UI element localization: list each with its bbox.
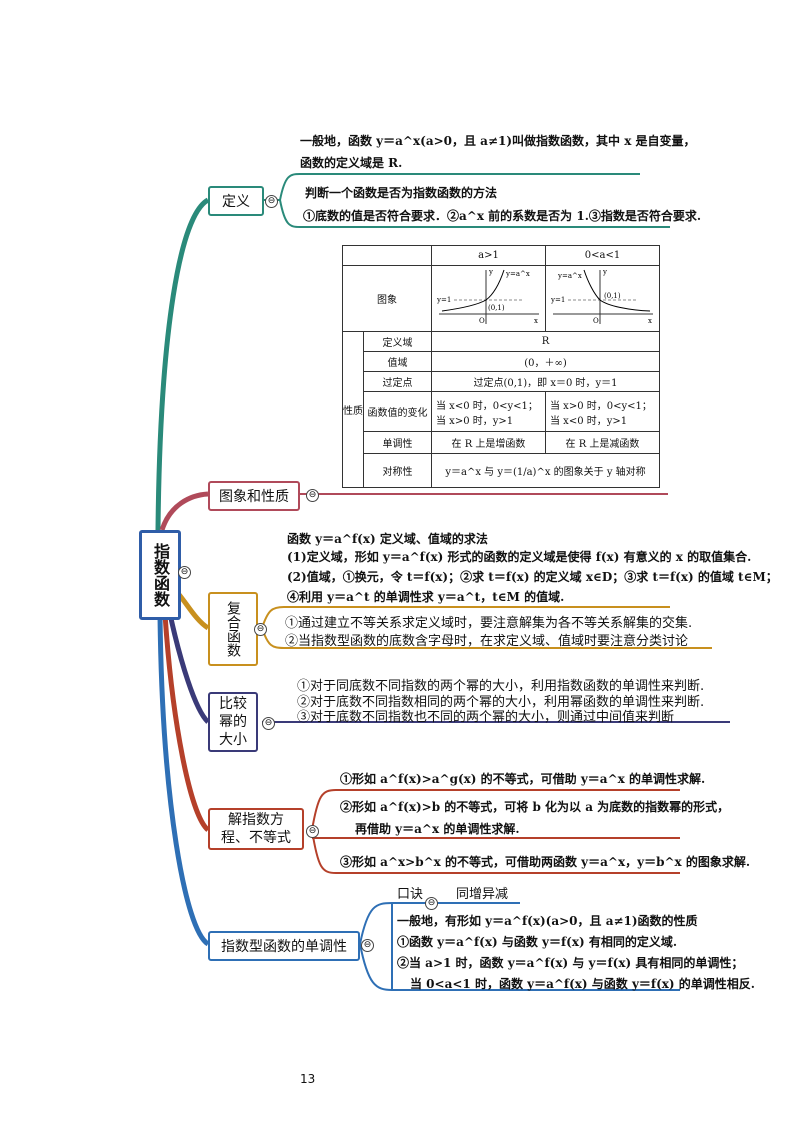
row-name: 定义域	[363, 331, 432, 352]
row-value: y＝a^x 与 y＝(1/a)^x 的图象关于 y 轴对称	[431, 453, 660, 488]
cell-line: 当 x<0 时，y>1	[550, 415, 628, 427]
collapse-symbol: ⊖	[363, 940, 372, 950]
page-number: 13	[300, 1072, 316, 1086]
row-name: 函数值的变化	[363, 391, 432, 432]
row-value: 过定点(0,1)，即 x＝0 时，y＝1	[431, 371, 660, 392]
definition-collapse-icon[interactable]: ⊖	[265, 195, 278, 208]
node-compare-label: 比较幂的大小	[219, 696, 247, 748]
header-a-gt-1: a>1	[431, 245, 546, 266]
label-y: y	[602, 268, 607, 276]
graph-collapse-icon[interactable]: ⊖	[306, 489, 319, 502]
node-solve-label: 解指数方程、不等式	[221, 812, 291, 846]
cell-line: 当 x>0 时，y>1	[436, 415, 514, 427]
graph-increasing: y=1 (0,1) O x y y=a^x	[431, 265, 546, 332]
node-graph-label: 图象和性质	[219, 489, 289, 505]
composite-collapse-icon[interactable]: ⊖	[254, 623, 267, 636]
label-curve: y=a^x	[505, 270, 530, 278]
label-point: (0,1)	[604, 292, 621, 300]
label-origin: O	[593, 317, 599, 325]
row-name: 对称性	[363, 453, 432, 488]
property-side-label: 性质	[342, 331, 364, 488]
compare-collapse-icon[interactable]: ⊖	[262, 717, 275, 730]
node-composite-label: 复合函数	[225, 601, 241, 657]
composite-text: (2)值域，①换元，令 t＝f(x)；②求 t＝f(x) 的定义域 x∈D；③求…	[287, 570, 778, 584]
definition-method-title: 判断一个函数是否为指数函数的方法	[305, 186, 498, 200]
root-label: 指数函数	[151, 543, 170, 607]
collapse-symbol: ⊖	[427, 898, 436, 908]
solve-text: 再借助 y＝a^x 的单调性求解.	[355, 822, 520, 836]
node-monotone-label: 指数型函数的单调性	[221, 939, 347, 955]
composite-title: 函数 y＝a^f(x) 定义域、值域的求法	[287, 532, 488, 546]
mnemonic-collapse-icon[interactable]: ⊖	[425, 897, 438, 910]
root-collapse-icon[interactable]: ⊖	[178, 566, 191, 579]
compare-text: ①对于同底数不同指数的两个幂的大小，利用指数函数的单调性来判断.	[297, 679, 705, 694]
label-origin: O	[479, 317, 485, 325]
monotone-text: ②当 a>1 时，函数 y＝a^f(x) 与 y＝f(x) 具有相同的单调性；	[397, 956, 744, 970]
node-definition-label: 定义	[222, 194, 250, 210]
collapse-symbol: ⊖	[267, 196, 276, 206]
monotone-collapse-icon[interactable]: ⊖	[361, 939, 374, 952]
compare-text: ②对于底数不同指数相同的两个幂的大小，利用幂函数的单调性来判断.	[297, 695, 705, 710]
row-value: (0，＋∞)	[431, 351, 660, 372]
table-corner	[342, 245, 432, 266]
row-value-right: 当 x>0 时，0<y<1； 当 x<0 时，y>1	[545, 391, 660, 432]
collapse-symbol: ⊖	[308, 826, 317, 836]
monotone-text: ①函数 y＝a^f(x) 与函数 y＝f(x) 有相同的定义域.	[397, 935, 678, 949]
label-x: x	[534, 317, 538, 325]
collapse-symbol: ⊖	[180, 567, 189, 577]
monotone-text: 当 0<a<1 时，函数 y＝a^f(x) 与函数 y＝f(x) 的单调性相反.	[410, 977, 755, 991]
node-compare[interactable]: 比较幂的大小	[208, 692, 258, 752]
composite-note: ①通过建立不等关系求定义域时，要注意解集为各不等关系解集的交集.	[285, 616, 693, 631]
definition-text: 函数的定义域是 R.	[300, 156, 403, 170]
increasing-exp-graph: y=1 (0,1) O x y y=a^x	[436, 268, 539, 325]
collapse-symbol: ⊖	[256, 624, 265, 634]
node-graph-properties[interactable]: 图象和性质	[208, 481, 300, 511]
row-name: 单调性	[363, 431, 432, 454]
node-solve[interactable]: 解指数方程、不等式	[208, 808, 304, 850]
row-value-left: 在 R 上是增函数	[431, 431, 546, 454]
graph-decreasing: y=1 (0,1) O x y y=a^x	[545, 265, 660, 332]
solve-text: ③形如 a^x>b^x 的不等式，可借助两函数 y＝a^x，y＝b^x 的图象求…	[340, 855, 751, 869]
row-value-right: 在 R 上是减函数	[545, 431, 660, 454]
composite-text: ④利用 y＝a^t 的单调性求 y＝a^t，t∈M 的值域.	[287, 590, 565, 604]
properties-table: a>1 0<a<1 图象 y=1 (0,1) O x y y=a^x	[342, 245, 660, 488]
node-monotone[interactable]: 指数型函数的单调性	[208, 931, 360, 961]
row-name: 值域	[363, 351, 432, 372]
collapse-symbol: ⊖	[308, 490, 317, 500]
header-a-lt-1: 0<a<1	[545, 245, 660, 266]
node-definition[interactable]: 定义	[208, 186, 264, 216]
label-x: x	[648, 317, 652, 325]
mnemonic-value: 同增异减	[456, 887, 509, 902]
monotone-text: 一般地，有形如 y＝a^f(x)(a>0，且 a≠1)函数的性质	[397, 914, 698, 928]
label-y: y	[488, 268, 493, 276]
row-name: 过定点	[363, 371, 432, 392]
composite-note: ②当指数型函数的底数含字母时，在求定义域、值域时要注意分类讨论	[285, 634, 689, 649]
definition-method-text: ①底数的值是否符合要求．②a^x 前的系数是否为 1.③指数是否符合要求.	[303, 209, 702, 223]
graph-row-label: 图象	[342, 265, 432, 332]
solve-text: ①形如 a^f(x)>a^g(x) 的不等式，可借助 y＝a^x 的单调性求解.	[340, 772, 706, 786]
cell-line: 当 x>0 时，0<y<1；	[550, 400, 652, 412]
collapse-symbol: ⊖	[264, 718, 273, 728]
root-node[interactable]: 指数函数	[139, 530, 181, 620]
row-value-left: 当 x<0 时，0<y<1； 当 x>0 时，y>1	[431, 391, 546, 432]
node-composite[interactable]: 复合函数	[208, 592, 258, 666]
compare-text: ③对于底数不同指数也不同的两个幂的大小，则通过中间值来判断	[297, 710, 675, 725]
decreasing-exp-graph: y=1 (0,1) O x y y=a^x	[550, 268, 653, 325]
composite-text: (1)定义域，形如 y＝a^f(x) 形式的函数的定义域是使得 f(x) 有意义…	[287, 550, 752, 564]
label-point: (0,1)	[488, 304, 505, 312]
row-value: R	[431, 331, 660, 352]
label-y1: y=1	[550, 296, 565, 304]
label-y1: y=1	[436, 296, 451, 304]
mnemonic-key: 口诀	[397, 887, 424, 902]
cell-line: 当 x<0 时，0<y<1；	[436, 400, 538, 412]
label-curve: y=a^x	[557, 272, 582, 280]
definition-text: 一般地，函数 y＝a^x(a>0，且 a≠1)叫做指数函数，其中 x 是自变量，	[300, 134, 696, 148]
solve-text: ②形如 a^f(x)>b 的不等式，可将 b 化为以 a 为底数的指数幂的形式，	[340, 800, 730, 814]
solve-collapse-icon[interactable]: ⊖	[306, 825, 319, 838]
